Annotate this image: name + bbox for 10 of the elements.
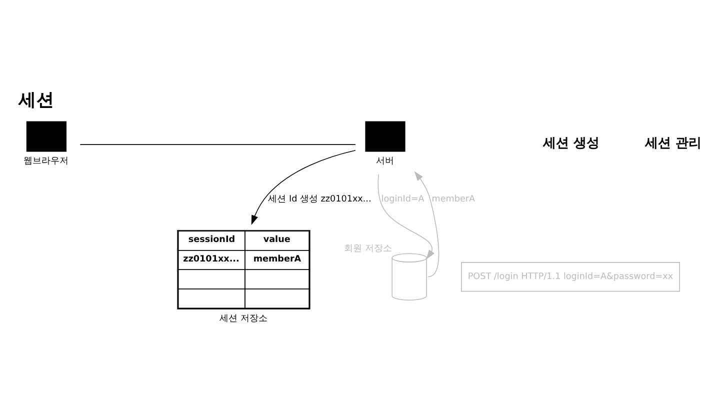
edge-label: loginId=A — [381, 194, 424, 204]
diagram-title: 세션 — [18, 90, 54, 111]
edge-label: 세션 Id 생성 zz0101xx... — [268, 194, 372, 204]
node-label: 웹브라우저 — [24, 156, 69, 167]
label: 세션 관리 — [645, 136, 702, 151]
node-label: 회원 저장소 — [344, 244, 392, 254]
node-label: 세션 저장소 — [220, 314, 268, 324]
label: 세션 생성 — [543, 136, 600, 151]
node-label: 서버 — [376, 156, 394, 167]
edge-label: memberA — [432, 194, 476, 204]
